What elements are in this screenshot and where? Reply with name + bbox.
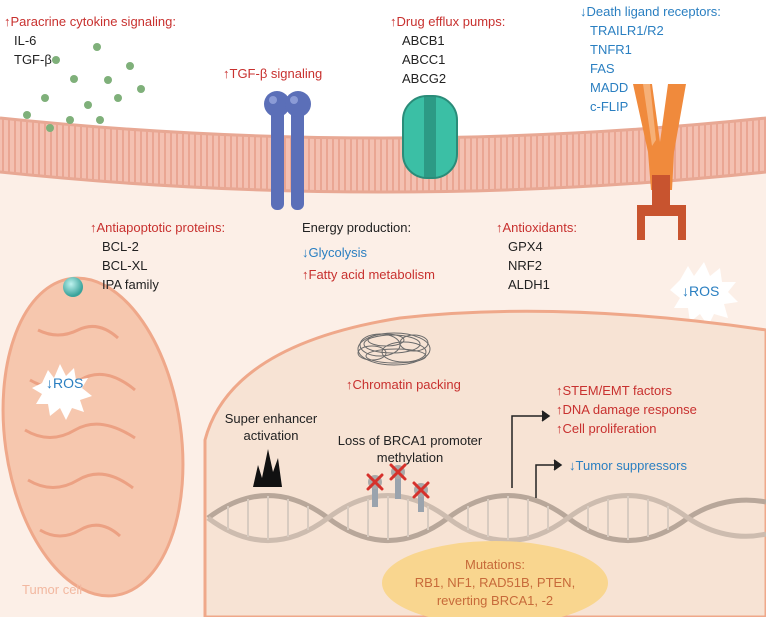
energy-label: Energy production: Glycolysis Fatty acid…	[302, 218, 435, 284]
brca-label: Loss of BRCA1 promoter methylation	[337, 433, 483, 465]
chromatin-label: Chromatin packing	[346, 375, 461, 394]
cell-membrane	[0, 118, 766, 192]
efflux-item: ABCC1	[402, 52, 446, 67]
antioxidants-label: Antioxidants: GPX4 NRF2 ALDH1	[496, 218, 577, 294]
dna-helix	[206, 493, 766, 543]
antioxidant-item: ALDH1	[508, 277, 550, 292]
death-label: Death ligand receptors: TRAILR1/R2 TNFR1…	[580, 2, 721, 116]
ros-cell-label: ROS	[682, 282, 719, 301]
death-item: TNFR1	[590, 42, 632, 57]
mutations-line: reverting BRCA1, -2	[436, 593, 554, 608]
ros-mito-label: ROS	[46, 374, 83, 393]
mutations-line: RB1, NF1, RAD51B, PTEN,	[414, 575, 576, 590]
enhancer-label: Super enhancer activation	[224, 411, 318, 443]
efflux-title: Drug efflux pumps:	[390, 14, 505, 29]
tgf-label: TGF-β signaling	[223, 64, 323, 83]
death-item: TRAILR1/R2	[590, 23, 664, 38]
antioxidants-title: Antioxidants:	[496, 220, 577, 235]
efflux-pump	[402, 95, 458, 179]
efflux-label: Drug efflux pumps: ABCB1 ABCC1 ABCG2	[390, 12, 505, 88]
antioxidant-item: NRF2	[508, 258, 542, 273]
mutations-bubble	[382, 541, 608, 617]
tgf-beta-receptor	[264, 91, 311, 210]
paracrine-item: TGF-β	[14, 52, 52, 67]
mutations-title: Mutations:	[465, 557, 525, 572]
antioxidant-item: GPX4	[508, 239, 543, 254]
upregulated-list: STEM/EMT factors DNA damage response Cel…	[556, 381, 697, 438]
antiapoptotic-item: BCL-XL	[102, 258, 148, 273]
antiapoptotic-item: IPA family	[102, 277, 159, 292]
fatty-acid-item: Fatty acid metabolism	[302, 265, 435, 284]
energy-title: Energy production:	[302, 220, 412, 235]
enhancer-peaks	[253, 449, 282, 487]
glycolysis-item: Glycolysis	[302, 243, 435, 262]
antiapoptotic-label: Antiapoptotic proteins: BCL-2 BCL-XL IPA…	[90, 218, 225, 294]
chromatin	[357, 332, 431, 366]
death-item: FAS	[590, 61, 615, 76]
gene-arrows	[511, 410, 563, 498]
efflux-item: ABCB1	[402, 33, 445, 48]
tumor-suppressors-label: Tumor suppressors	[569, 456, 688, 475]
cytokine-dots	[23, 43, 145, 132]
mitochondrion	[1, 276, 185, 598]
paracrine-item: IL-6	[14, 33, 37, 48]
death-receptor	[633, 84, 686, 240]
upregulated-item: DNA damage response	[556, 400, 697, 419]
efflux-item: ABCG2	[402, 71, 447, 86]
antiapoptotic-title: Antiapoptotic proteins:	[90, 220, 225, 235]
mutations-label: Mutations: RB1, NF1, RAD51B, PTEN, rever…	[384, 556, 606, 610]
paracrine-title: Paracrine cytokine signaling:	[4, 14, 176, 29]
upregulated-item: Cell proliferation	[556, 419, 697, 438]
death-title: Death ligand receptors:	[580, 4, 721, 19]
death-item: MADD	[590, 80, 629, 95]
upregulated-item: STEM/EMT factors	[556, 381, 697, 400]
methylation-marks	[366, 463, 430, 512]
antiapoptotic-item: BCL-2	[102, 239, 139, 254]
tumor-cell-label: Tumor cell	[22, 582, 83, 597]
death-item: c-FLIP	[590, 99, 629, 114]
paracrine-label: Paracrine cytokine signaling: IL-6 TGF-β	[4, 12, 176, 69]
